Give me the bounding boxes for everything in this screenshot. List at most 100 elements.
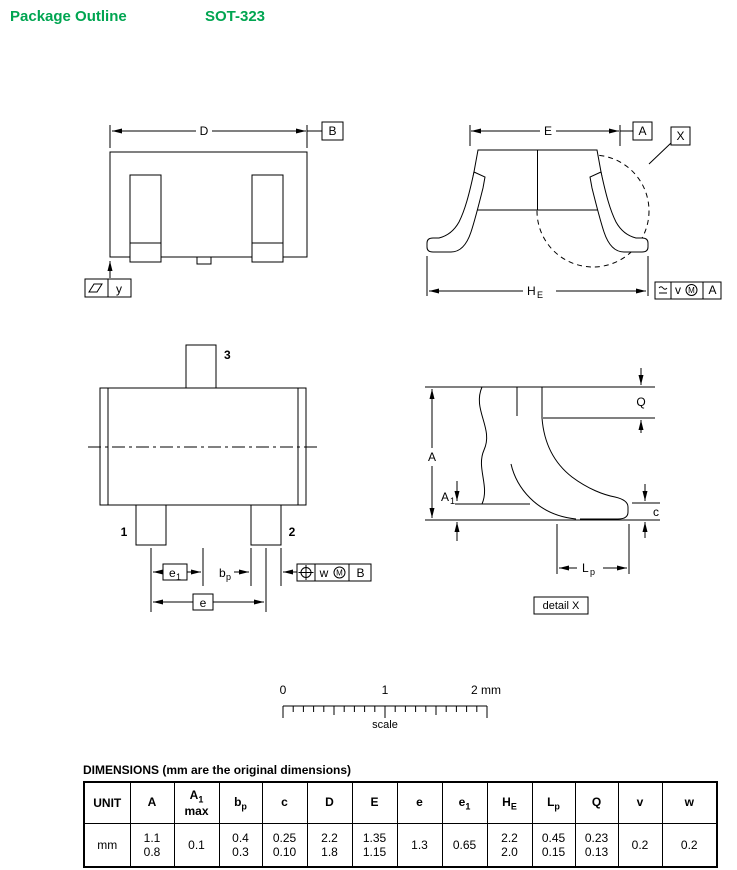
pin3-label: 3 <box>224 348 231 362</box>
dim-he-label: H <box>527 284 536 298</box>
body-break-line <box>478 386 488 505</box>
lead-right-front <box>251 174 284 263</box>
dim-a1-sub: 1 <box>450 496 455 506</box>
detail-x-label: detail X <box>543 600 580 612</box>
table-cell-unit: mm <box>83 823 131 868</box>
mmc-m-label: M <box>688 286 695 295</box>
extension-lines-bottom <box>150 548 282 612</box>
dim-a-label: A <box>428 450 436 464</box>
table-header-cell: E <box>351 781 398 824</box>
dim-e-pitch-label: e <box>200 596 207 610</box>
table-header-cell: e <box>396 781 443 824</box>
table-header-cell: c <box>261 781 308 824</box>
scale-label: scale <box>372 719 398 731</box>
scale-tick1-label: 1 <box>382 683 389 697</box>
dim-e1-label: e <box>169 566 176 580</box>
dim-e-label: E <box>544 124 552 138</box>
table-header-cell: D <box>306 781 353 824</box>
dim-he-sub: E <box>537 290 543 300</box>
table-value-cell: 0.1 <box>173 823 220 868</box>
table-header-cell: e1 <box>441 781 488 824</box>
dim-he: H E <box>426 256 649 300</box>
col-label: v <box>636 794 644 809</box>
col-label: e <box>416 794 423 809</box>
dim-lp-sub: p <box>590 567 595 577</box>
position-icon <box>298 565 314 580</box>
dim-d-label: D <box>200 124 209 138</box>
table-header-cell: w <box>661 781 718 824</box>
dim-lp: L p <box>556 524 630 577</box>
col-label: c <box>281 794 288 809</box>
col-label: A <box>189 787 199 802</box>
dim-a1-label: A <box>441 490 449 504</box>
dim-q: Q <box>543 368 655 433</box>
table-title: DIMENSIONS (mm are the original dimensio… <box>83 763 352 777</box>
front-view: D B y <box>84 121 344 298</box>
table-value-cell: 0.2 <box>617 823 663 868</box>
table-header-cell: bp <box>218 781 263 824</box>
dim-e1-sub: 1 <box>176 572 181 582</box>
tolerance-frame-he: v M A <box>654 281 722 300</box>
pin3-pad <box>185 344 217 389</box>
dim-a1: A 1 <box>441 481 460 541</box>
dim-bp-sub: p <box>226 572 231 582</box>
lead-right-end <box>589 171 649 253</box>
lead-left-front <box>129 174 162 263</box>
end-view: E A X H E <box>426 121 722 300</box>
col-label: A <box>147 794 157 809</box>
dim-e1: e 1 <box>153 563 201 582</box>
table-value-cell: 0.2 <box>661 823 718 868</box>
table-header-cell: HE <box>486 781 533 824</box>
col-label: L <box>547 794 555 809</box>
col-label: H <box>502 794 511 809</box>
center-lead-tab <box>196 256 212 265</box>
tolerance-frame-bp: w M B <box>296 563 372 582</box>
dim-bp-label: b <box>219 566 226 580</box>
detail-x-view: A Q A 1 c L p det <box>425 368 660 615</box>
detail-x-label-box: detail X <box>533 596 589 615</box>
datum-b-label: B <box>328 124 336 138</box>
dim-e-upper: E <box>469 124 633 146</box>
col-label: D <box>325 794 334 809</box>
col-label: e <box>458 794 466 809</box>
dim-lp-label: L <box>582 561 589 575</box>
detail-x-ref-label: X <box>676 129 684 143</box>
col-label: Q <box>591 794 602 809</box>
page-title: Package Outline <box>10 8 127 25</box>
pin1-pad <box>135 504 167 546</box>
table-value-cell: 0.65 <box>441 823 488 868</box>
mmc-circle-icon <box>685 284 698 296</box>
dim-bp: b p <box>219 566 297 582</box>
package-body-top <box>99 387 307 506</box>
table-header-cell: Q <box>574 781 619 824</box>
lead-left-end <box>426 171 486 253</box>
pin2-pad <box>250 504 282 546</box>
flatness-callout: y <box>84 261 132 298</box>
dim-e: e <box>153 593 264 611</box>
table-header-cell: A <box>129 781 175 824</box>
symmetry-icon <box>658 286 668 294</box>
dim-a: A <box>428 389 436 518</box>
table-header-cell: v <box>617 781 663 824</box>
lead-inner-edge <box>510 463 577 520</box>
flatness-icon <box>88 283 103 293</box>
lead-outer-edge <box>541 387 629 520</box>
table-header-unit: UNIT <box>83 781 131 824</box>
tolerance-v-label: v <box>675 283 681 297</box>
pin1-label: 1 <box>121 525 128 539</box>
top-view: 3 1 2 e 1 b p <box>88 344 372 612</box>
frame-datum-a-label: A <box>708 283 716 297</box>
dim-q-label: Q <box>636 395 645 409</box>
dim-d: D <box>109 124 322 148</box>
datum-a-label: A <box>638 124 646 138</box>
mmc-m-label: M <box>336 569 343 578</box>
